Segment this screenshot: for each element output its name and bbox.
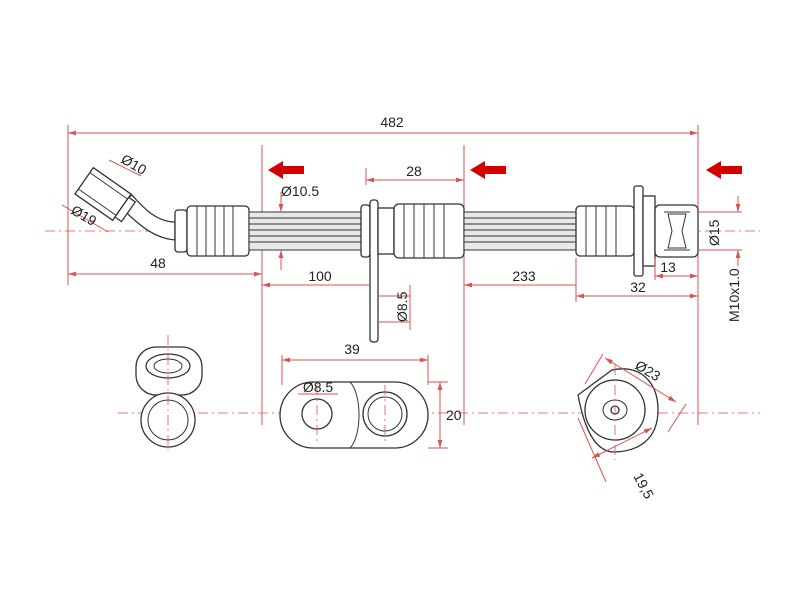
right-fitting [575,185,699,277]
dim-overall-length: 482 [380,114,404,130]
dim-fitting-hex: Ø15 [706,219,722,246]
bracket-plate [279,381,429,449]
dim-hose-diameter: Ø10.5 [281,183,319,199]
bracket-fitting [360,199,465,343]
dim-plate-hole: Ø8.5 [303,379,334,395]
hose-section-2 [463,211,577,251]
dim-nut-32: 32 [630,279,646,295]
dim-plate-width: 39 [344,341,360,357]
dim-banjo-width: 19,5 [630,470,657,502]
dim-line-banjo-width [591,427,653,459]
direction-arrow-2 [470,161,506,179]
hose-section-1 [248,211,362,251]
dim-elbow-outer: Ø10 [119,151,150,178]
dim-bracket-hole: Ø8.5 [394,291,410,322]
dim-elbow-length: 48 [150,255,166,271]
dim-seg-100: 100 [308,268,332,284]
nut-iso-view [135,335,203,450]
dim-nut-13: 13 [660,259,676,275]
dim-bracket-fitting: 28 [406,163,422,179]
dim-thread: M10x1.0 [726,268,742,322]
ext-banjo-b [667,403,687,433]
dim-seg-233: 233 [512,268,536,284]
dim-line-elbow-base [61,204,109,233]
ext-banjo-a [584,353,604,385]
elbow-fitting [74,166,250,257]
dim-plate-height: 20 [446,407,462,423]
dim-line-elbow-outer [108,159,142,177]
direction-arrow-1 [268,161,304,179]
direction-arrow-3 [706,161,742,179]
dim-line-banjo-outer [604,357,677,403]
